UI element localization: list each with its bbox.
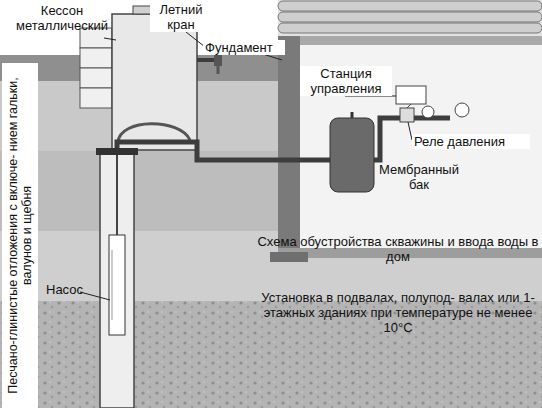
floor-slab bbox=[278, 36, 542, 45]
log bbox=[278, 1, 542, 11]
gauge bbox=[422, 106, 434, 118]
ladder-step bbox=[80, 68, 112, 88]
hose bbox=[118, 124, 190, 142]
membrane-tank bbox=[330, 118, 374, 192]
part-label: Фундамент bbox=[203, 40, 285, 55]
control-station bbox=[396, 86, 426, 104]
soil-label: Песчано-глинистые отложения с включе- ни… bbox=[2, 63, 38, 408]
pressure-relay bbox=[400, 108, 414, 122]
basement bbox=[300, 45, 542, 248]
part-label: Кессон металлический bbox=[6, 3, 118, 33]
leader-line bbox=[80, 292, 110, 300]
water-pipe bbox=[117, 118, 450, 160]
part-label: Насос bbox=[46, 282, 96, 297]
pump bbox=[109, 235, 125, 335]
part-label: Реле давления bbox=[412, 134, 530, 149]
pump-detail bbox=[112, 250, 113, 320]
tap-spout bbox=[217, 66, 220, 74]
part-label: Станция управления bbox=[300, 66, 392, 96]
footing bbox=[270, 252, 308, 262]
basement-floor bbox=[278, 248, 542, 258]
caisson-body bbox=[112, 14, 197, 150]
well-casing bbox=[100, 150, 134, 408]
tap-pipe bbox=[197, 58, 216, 62]
ladder-step bbox=[80, 48, 112, 68]
part-label: Мембранный бак bbox=[376, 162, 462, 192]
piping bbox=[117, 52, 450, 160]
tank-neck bbox=[351, 112, 354, 118]
wire bbox=[407, 104, 411, 108]
ladder-step bbox=[80, 88, 112, 108]
log bbox=[278, 23, 542, 33]
log bbox=[278, 12, 542, 22]
pump-pipe bbox=[116, 155, 118, 235]
casing-head bbox=[96, 148, 138, 155]
diagram-title: Схема обустройства скважины и ввода воды… bbox=[256, 234, 540, 264]
well bbox=[96, 148, 138, 408]
leader-line bbox=[104, 38, 116, 40]
gauge bbox=[455, 103, 469, 117]
diagram-caption: Установка в подвалах, полупод- валах или… bbox=[256, 290, 540, 335]
house bbox=[270, 0, 542, 262]
foundation-wall bbox=[278, 36, 300, 256]
part-label: Летний кран bbox=[150, 2, 212, 32]
log-wall bbox=[278, 0, 542, 36]
leaders bbox=[80, 32, 412, 300]
